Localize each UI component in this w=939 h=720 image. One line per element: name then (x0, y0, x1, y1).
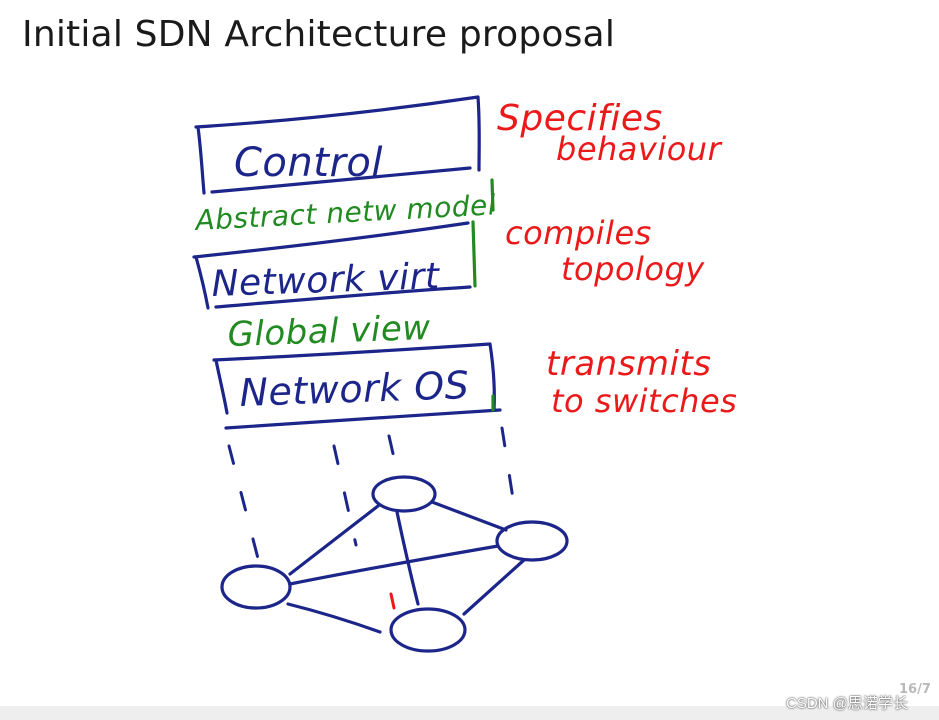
abstract-divider-line (490, 178, 495, 212)
annotation-line: topology (561, 250, 705, 288)
network-virt-box-outline (192, 221, 472, 310)
control-layer: Control (194, 95, 481, 195)
annotation-line: transmits (546, 344, 712, 384)
network-os-layer: Network OS (212, 342, 502, 430)
annotation-specifies: Specifies behaviour (497, 98, 723, 168)
switch-node-left (220, 564, 292, 610)
network-link (395, 510, 420, 606)
switch-node-right (495, 520, 569, 562)
control-label: Control (234, 140, 383, 186)
network-os-box-outline (212, 342, 502, 430)
bottom-bar (0, 706, 939, 720)
network-os-label: Network OS (239, 363, 470, 415)
network-virt-layer: Network virt (192, 220, 477, 310)
global-view-interface: Global view (227, 308, 431, 355)
network-link (288, 504, 380, 576)
page-number: 16/7 (899, 682, 931, 697)
abstract-interface-label: Abstract netw model (193, 188, 497, 237)
projection-line (332, 444, 358, 547)
projection-line (227, 444, 264, 576)
annotation-line: Specifies (497, 98, 663, 139)
projection-lines (227, 426, 518, 610)
annotation-line: compiles (505, 214, 652, 252)
projection-line (500, 426, 518, 520)
annotation-compiles: compiles topology (505, 214, 705, 288)
annotation-line: to switches (551, 382, 737, 420)
red-tick-mark (389, 592, 396, 610)
projection-line (387, 434, 401, 482)
switch-node-bottom (389, 607, 467, 653)
annotation-line: behaviour (556, 130, 723, 168)
network-link (430, 500, 508, 532)
switch-network (220, 475, 569, 653)
network-link (288, 544, 500, 586)
network-virt-side-line (471, 220, 477, 288)
slide-title: Initial SDN Architecture proposal (22, 14, 616, 55)
control-box-outline (194, 95, 481, 195)
watermark: CSDN @思诺学长 (786, 695, 908, 712)
switch-node-top (371, 475, 437, 513)
network-virt-label: Network virt (211, 256, 442, 305)
network-link (286, 602, 382, 634)
network-link (462, 558, 526, 616)
annotation-transmits: transmits to switches (546, 344, 737, 420)
global-view-label: Global view (227, 308, 431, 355)
